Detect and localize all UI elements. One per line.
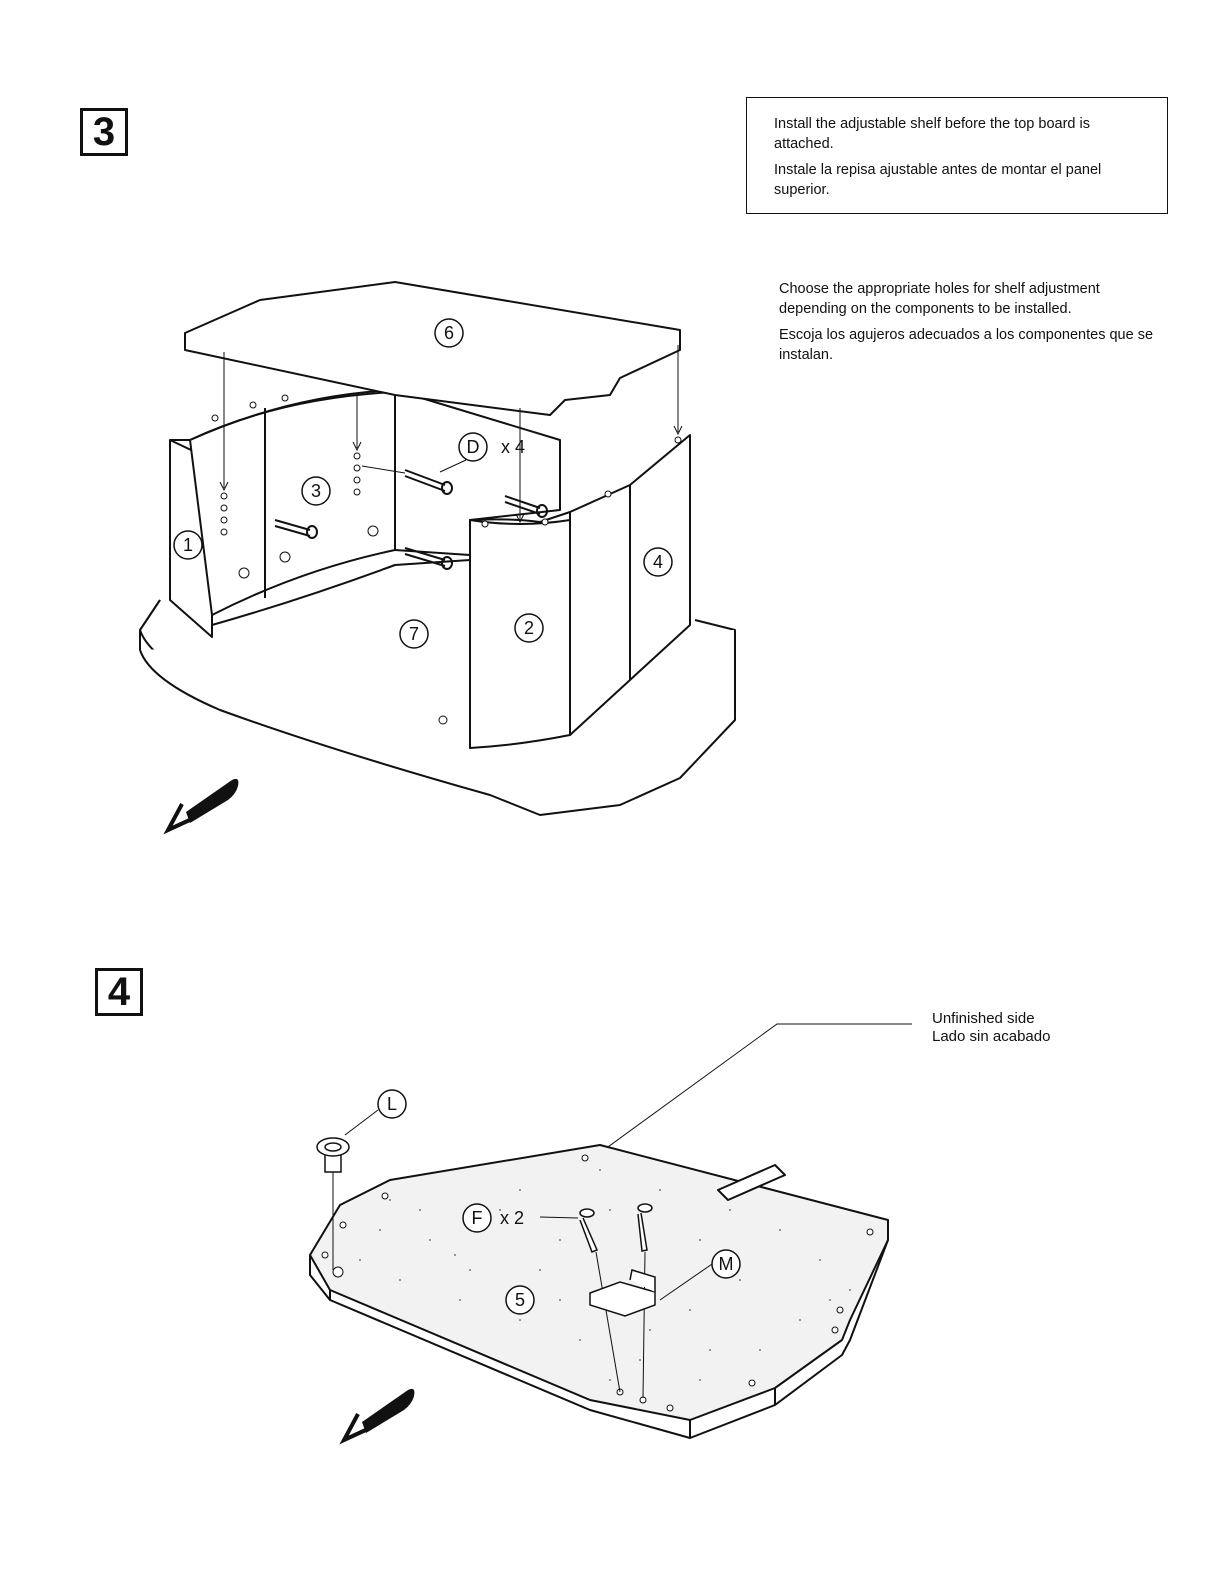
instruction-english: Choose the appropriate holes for shelf a…	[779, 281, 1100, 317]
part-label-d: D	[467, 437, 480, 457]
note-english: Install the adjustable shelf before the …	[774, 116, 1090, 152]
bottom-board-5	[309, 1144, 889, 1421]
unfinished-side-spanish: Lado sin acabado	[932, 1028, 1051, 1045]
part-label-f: F	[472, 1208, 483, 1228]
part-label-7: 7	[409, 624, 419, 644]
step-3-number: 3	[80, 108, 128, 156]
dowel-quantity: x 4	[501, 437, 525, 457]
step-4-number: 4	[95, 968, 143, 1016]
shelf-adjustment-instructions: Choose the appropriate holes for shelf a…	[779, 279, 1159, 371]
front-direction-arrow-icon	[163, 778, 239, 835]
part-label-2: 2	[524, 618, 534, 638]
part-label-5: 5	[515, 1290, 525, 1310]
top-board-6	[184, 281, 681, 416]
unfinished-side-english: Unfinished side	[932, 1010, 1035, 1027]
instruction-spanish: Escoja los agujeros adecuados a los comp…	[779, 327, 1154, 363]
unfinished-side-label: Unfinished side Lado sin acabado	[932, 1010, 1050, 1046]
part-label-6: 6	[444, 323, 454, 343]
step-3-assembly-diagram: 6 3 1 4 7 2 D x 4	[139, 281, 736, 835]
shelf-install-note: Install the adjustable shelf before the …	[746, 97, 1168, 214]
front-direction-arrow-icon-2	[339, 1388, 415, 1445]
part-label-3: 3	[311, 481, 321, 501]
part-label-4: 4	[653, 552, 663, 572]
part-label-l: L	[387, 1094, 397, 1114]
part-label-m: M	[719, 1254, 734, 1274]
part-label-1: 1	[183, 535, 193, 555]
note-spanish: Instale la repisa ajustable antes de mon…	[774, 162, 1102, 198]
unfinished-texture	[359, 1169, 851, 1381]
screw-quantity: x 2	[500, 1208, 524, 1228]
